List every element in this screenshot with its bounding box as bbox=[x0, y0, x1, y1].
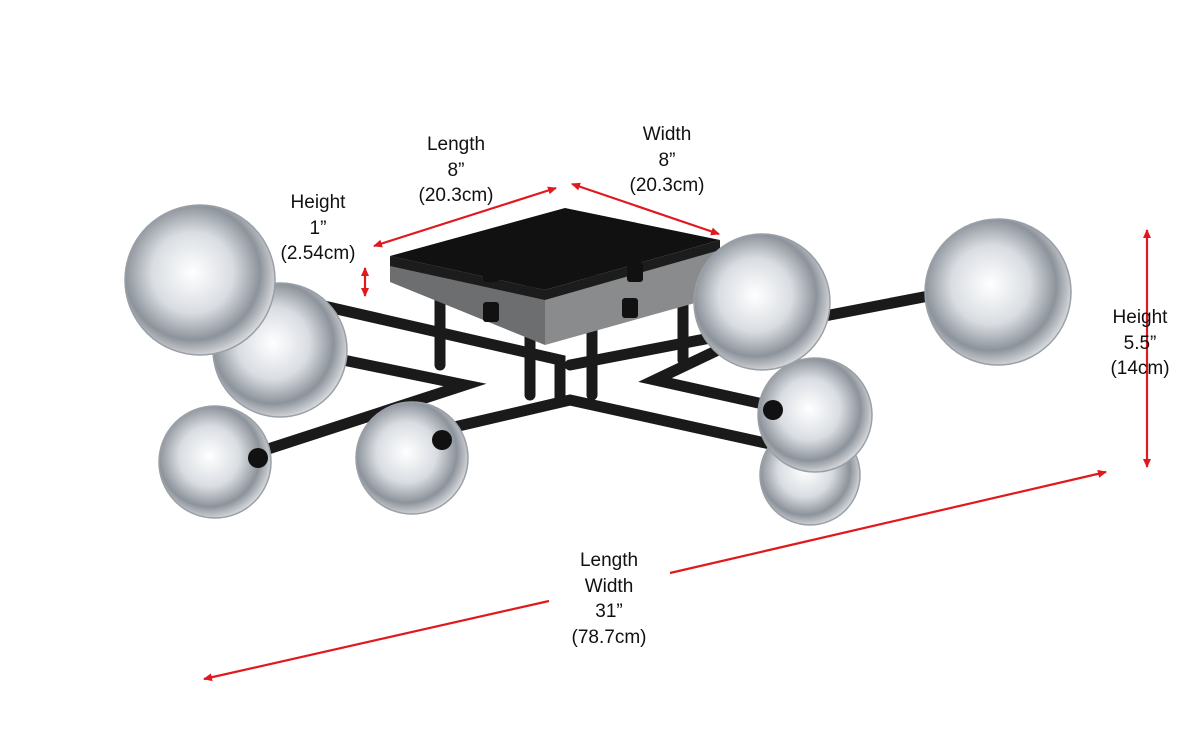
dimension-cm: (20.3cm) bbox=[629, 175, 705, 196]
fixture-overall-label: Length Width 31” (78.7cm) bbox=[572, 548, 647, 650]
dimension-name: Height bbox=[290, 192, 346, 213]
socket-caps bbox=[248, 400, 783, 468]
fixture-height-label: Height 5.5” (14cm) bbox=[1110, 305, 1169, 382]
overall-arrow-right bbox=[669, 469, 1107, 575]
dimension-cm: (14cm) bbox=[1110, 358, 1170, 379]
dimension-inches: 8” bbox=[658, 149, 676, 171]
dimension-cm: (20.3cm) bbox=[418, 185, 494, 206]
dimension-inches: 31” bbox=[595, 601, 623, 622]
canopy-length-arrow bbox=[373, 186, 557, 248]
dimension-name: Length bbox=[426, 134, 486, 155]
dimension-name: Width bbox=[642, 124, 692, 145]
canopy-height-label: Height 1” (2.54cm) bbox=[281, 190, 356, 267]
canopy-width-label: Width 8” (20.3cm) bbox=[630, 122, 705, 199]
dimension-cm: (2.54cm) bbox=[280, 243, 356, 264]
overall-arrow-left bbox=[203, 599, 550, 682]
dimension-name: Width bbox=[584, 575, 634, 597]
crystal-globes bbox=[124, 204, 1072, 526]
canopy-length-label: Length 8” (20.3cm) bbox=[419, 132, 494, 209]
canopy bbox=[390, 208, 720, 345]
dimension-inches: 5.5” bbox=[1123, 332, 1157, 354]
dimension-arrows bbox=[203, 182, 1151, 682]
dimension-name: Height bbox=[1112, 307, 1168, 328]
dimension-cm: (78.7cm) bbox=[571, 626, 647, 648]
dimension-inches: 8” bbox=[447, 159, 465, 181]
dimension-inches: 1” bbox=[309, 217, 327, 239]
dimension-name: Length bbox=[579, 550, 639, 571]
canopy-width-arrow bbox=[571, 182, 720, 236]
